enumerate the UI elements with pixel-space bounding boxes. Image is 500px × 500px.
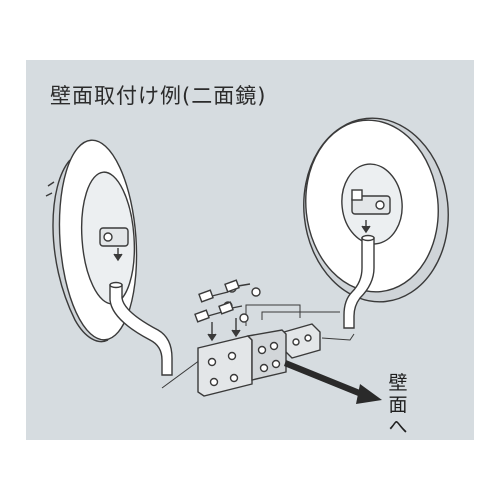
wall-direction-label: 壁 面 へ [376, 372, 420, 438]
wall-label-char-3: へ [388, 416, 408, 438]
right-mirror-arm [343, 237, 375, 329]
wall-label-char-1: 壁 [388, 372, 408, 394]
right-bracket [283, 323, 321, 359]
wall-bracket [197, 329, 287, 397]
bolts-and-nuts [194, 279, 261, 342]
left-mirror-clamp [99, 227, 129, 262]
right-mirror-clamp [351, 189, 391, 234]
left-mirror-arm [109, 284, 173, 376]
wall-label-char-2: 面 [388, 394, 408, 416]
wall-direction-arrow [284, 360, 382, 404]
diagram-title: 壁面取付け例(二面鏡) [50, 84, 267, 108]
